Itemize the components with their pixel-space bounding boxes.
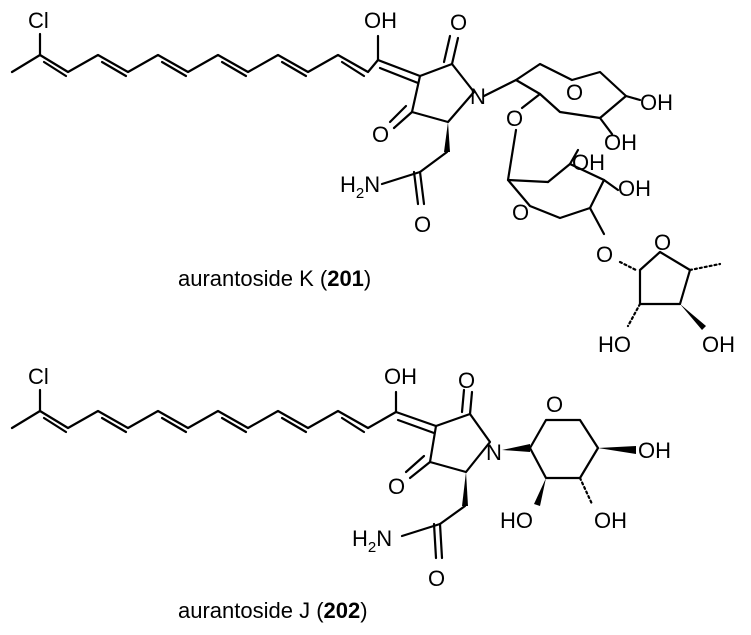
- pyranose-hydroxyl-left: HO: [500, 508, 533, 533]
- pyranose-oxygen: O: [546, 392, 563, 417]
- hydroxyl-enol-j: OH: [384, 364, 417, 389]
- ketone-oxygen-j: O: [388, 474, 405, 499]
- amide-nh2-j: H2N: [352, 526, 392, 556]
- sugar-ring-2: [506, 128, 620, 236]
- pyranose-hydroxyl-bottom: OH: [594, 508, 627, 533]
- ring1-oxygen: O: [566, 80, 583, 105]
- tetramic-acid-ring-j: [400, 388, 530, 560]
- glycosidic-oxygen-1: O: [506, 106, 523, 131]
- xylopyranose-ring: [528, 418, 636, 506]
- structure-aurantoside-k: Cl OH O N O O H2N: [10, 8, 735, 357]
- ring-nitrogen: N: [470, 84, 486, 109]
- tetramic-acid-ring: [380, 34, 518, 206]
- ring2-hydroxyl-b: OH: [618, 176, 651, 201]
- sugar-ring-3: [618, 250, 722, 330]
- polyene-chain-j: [10, 388, 398, 434]
- lactam-oxygen-j: O: [458, 368, 475, 393]
- polyene-chain: [10, 32, 380, 78]
- ring3-hydroxyl-left: HO: [598, 332, 631, 357]
- amide-oxygen-j: O: [428, 566, 445, 591]
- sugar-ring-1: [514, 62, 642, 136]
- ring3-oxygen: O: [654, 230, 671, 255]
- ring2-hydroxyl-a: OH: [572, 150, 605, 175]
- caption-aurantoside-j: aurantoside J (202): [178, 598, 368, 623]
- caption-aurantoside-k: aurantoside K (201): [178, 266, 371, 291]
- chlorine-atom-j: Cl: [28, 364, 49, 389]
- structure-aurantoside-j: Cl OH O N O O H2N O OH: [10, 364, 671, 623]
- ring-nitrogen-j: N: [486, 440, 502, 465]
- ring1-hydroxyl-c3: OH: [604, 130, 637, 155]
- pyranose-hydroxyl-right: OH: [638, 438, 671, 463]
- ring1-hydroxyl-c4: OH: [640, 90, 673, 115]
- hydroxyl-enol: OH: [364, 8, 397, 33]
- chlorine-atom: Cl: [28, 8, 49, 33]
- ring3-hydroxyl-right: OH: [702, 332, 735, 357]
- ring2-oxygen: O: [512, 200, 529, 225]
- glycosidic-oxygen-2: O: [596, 242, 613, 267]
- ketone-oxygen: O: [372, 122, 389, 147]
- amide-oxygen: O: [414, 212, 431, 237]
- amide-nh2: H2N: [340, 172, 380, 202]
- lactam-oxygen: O: [450, 10, 467, 35]
